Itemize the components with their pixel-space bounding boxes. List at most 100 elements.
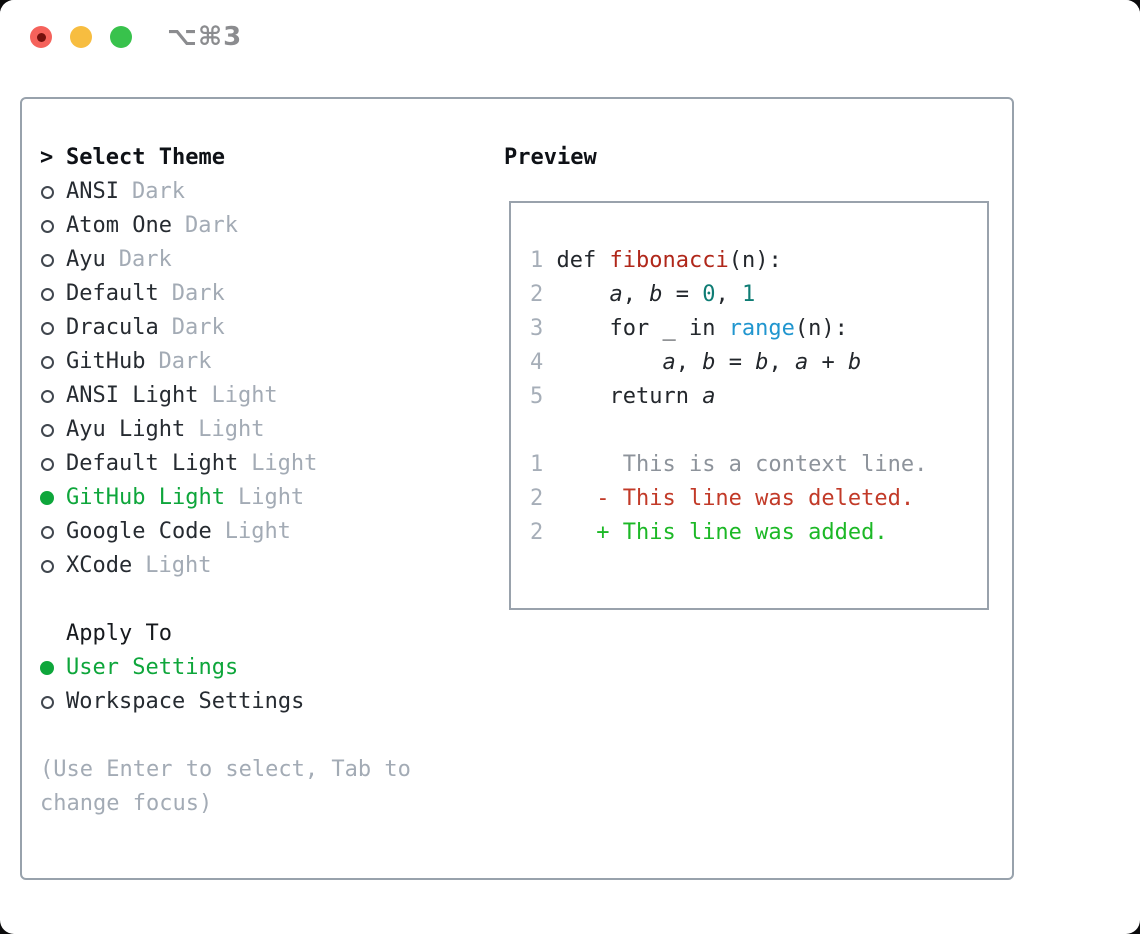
apply-option-user-settings[interactable]: User Settings: [40, 651, 450, 685]
code-segment: a: [702, 384, 716, 409]
theme-name: Ayu Light: [66, 417, 186, 442]
radio-marker: [40, 481, 66, 515]
code-segment: range: [728, 316, 795, 341]
theme-variant: Dark: [158, 349, 212, 374]
diff-text: - This line was deleted.: [543, 486, 915, 511]
theme-variant: Light: [211, 383, 278, 408]
code-line: 5 return a: [530, 380, 987, 414]
code-segment: a: [662, 350, 676, 375]
line-number: 1: [530, 452, 544, 477]
line-number: 4: [530, 350, 544, 375]
window-title: ⌥⌘3: [167, 22, 243, 52]
diff-preview: 1 This is a context line.2 - This line w…: [530, 448, 987, 550]
code-segment: b: [847, 350, 862, 375]
theme-variant: Light: [237, 485, 305, 510]
diff-line-context: 1 This is a context line.: [530, 448, 987, 482]
apply-to-heading-row: Apply To: [40, 617, 450, 651]
code-segment: 1: [741, 282, 756, 307]
titlebar: ⌥⌘3: [0, 0, 1140, 97]
theme-name: XCode: [66, 553, 133, 578]
theme-option-default-light[interactable]: Default Light Light: [40, 447, 450, 481]
theme-name: GitHub Light: [66, 485, 225, 510]
code-segment: fibonacci: [609, 248, 729, 273]
close-button[interactable]: [30, 26, 52, 48]
line-number: 5: [530, 384, 544, 409]
line-number: 2: [530, 282, 544, 307]
apply-to-heading: Apply To: [66, 621, 172, 646]
radio-circle-icon: [41, 525, 54, 539]
diff-line-added: 2 + This line was added.: [530, 516, 987, 550]
code-segment: a: [609, 282, 623, 307]
radio-marker: [40, 549, 66, 583]
theme-option-ayu-light[interactable]: Ayu Light Light: [40, 413, 450, 447]
theme-name: Google Code: [66, 519, 212, 544]
radio-marker: [40, 651, 66, 685]
code-segment: a: [794, 350, 809, 375]
code-segment: =: [662, 282, 703, 307]
radio-circle-icon: [41, 423, 54, 437]
minimize-button[interactable]: [70, 26, 92, 48]
radio-selected-icon: [40, 661, 54, 675]
radio-marker: [40, 447, 66, 481]
radio-circle-icon: [41, 253, 54, 267]
apply-heading-spacer: [40, 617, 66, 651]
theme-name: Ayu: [66, 247, 106, 272]
zoom-button[interactable]: [110, 26, 132, 48]
code-segment: def: [556, 248, 610, 273]
code-segment: return: [556, 384, 703, 409]
select-theme-heading: Select Theme: [66, 145, 225, 170]
code-segment: [557, 282, 610, 307]
code-line: 4 a, b = b, a + b: [530, 346, 987, 380]
theme-name: Atom One: [66, 213, 172, 238]
diff-line-deleted: 2 - This line was deleted.: [530, 482, 987, 516]
radio-circle-icon: [41, 185, 54, 199]
line-number: 2: [530, 486, 544, 511]
prompt-caret-icon: >: [40, 145, 54, 170]
code-segment: ,: [715, 282, 742, 307]
theme-name: Default: [66, 281, 159, 306]
code-segment: (n):: [728, 248, 782, 273]
radio-marker: [40, 209, 66, 243]
theme-variant: Dark: [171, 315, 225, 340]
theme-option-github-light[interactable]: GitHub Light Light: [40, 481, 450, 515]
theme-option-atom-one[interactable]: Atom One Dark: [40, 209, 450, 243]
radio-circle-icon: [41, 219, 54, 233]
close-dot-icon: [36, 32, 46, 42]
traffic-lights: [30, 26, 132, 48]
code-line: 3 for _ in range(n):: [530, 312, 987, 346]
theme-name: Default Light: [66, 451, 239, 476]
theme-variant: Light: [251, 451, 318, 476]
radio-marker: [40, 515, 66, 549]
code-line: 2 a, b = 0, 1: [530, 278, 987, 312]
line-number: 1: [530, 248, 544, 273]
code-segment: 0: [702, 282, 716, 307]
code-segment: +: [808, 350, 848, 375]
preview-heading: Preview: [504, 145, 597, 170]
preview-blank-line: [530, 414, 987, 448]
theme-variant: Dark: [131, 179, 185, 204]
theme-variant: Dark: [118, 247, 172, 272]
code-segment: ,: [675, 350, 703, 375]
radio-circle-icon: [41, 695, 54, 709]
select-theme-heading-row: > Select Theme: [40, 141, 450, 175]
radio-circle-icon: [41, 457, 54, 471]
theme-variant: Light: [198, 417, 265, 442]
theme-option-ayu[interactable]: Ayu Dark: [40, 243, 450, 277]
code-segment: ,: [768, 350, 795, 375]
radio-selected-icon: [40, 491, 54, 505]
code-line: 1 def fibonacci(n):: [530, 244, 987, 278]
radio-marker: [40, 175, 66, 209]
code-segment: b: [649, 282, 663, 307]
theme-variant: Dark: [184, 213, 238, 238]
radio-marker: [40, 345, 66, 379]
apply-option-workspace-settings[interactable]: Workspace Settings: [40, 685, 450, 719]
